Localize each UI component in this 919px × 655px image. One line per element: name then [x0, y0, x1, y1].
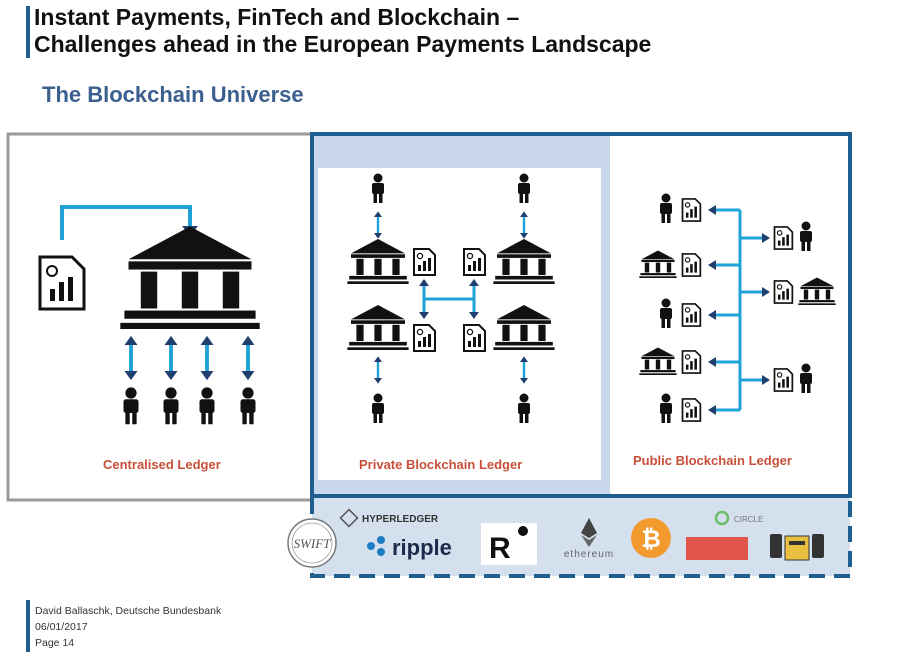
public-right-nodes — [773, 221, 836, 393]
title-line-2: Challenges ahead in the European Payment… — [34, 31, 652, 57]
slide-title: Instant Payments, FinTech and Blockchain… — [34, 4, 794, 58]
title-line-1: Instant Payments, FinTech and Blockchain… — [34, 4, 520, 30]
public-left-nodes — [639, 193, 702, 423]
hyperledger-logo-text: HYPERLEDGER — [362, 514, 439, 525]
title-accent-bar — [26, 6, 30, 58]
private-panel-inner — [318, 168, 601, 480]
blockchain-panel-border — [310, 132, 852, 498]
logo-strip-background — [312, 498, 850, 576]
private-network-arrowheads — [419, 279, 479, 319]
central-bank-icon — [120, 226, 260, 329]
footer-author: David Ballaschk, Deutsche Bundesbank — [35, 605, 222, 617]
central-arrows — [122, 333, 257, 383]
r3-logo: R — [481, 523, 537, 565]
doc-to-bank-connector — [60, 205, 192, 240]
ethereum-logo-text: ethereum — [564, 549, 614, 560]
ripple-logo-text: ripple — [392, 535, 452, 560]
swift-logo: SWIFT — [287, 518, 337, 568]
footer-page-number: Page 14 — [35, 637, 75, 649]
document-chart-icon — [38, 255, 86, 311]
ethereum-logo: ethereum — [564, 518, 614, 560]
centralised-ledger-label: Centralised Ledger — [103, 457, 221, 472]
circle-logo-text: CIRCLE — [734, 515, 763, 524]
bitcoin-logo-text: ₿ — [641, 525, 661, 553]
red-partner-logo — [686, 537, 748, 560]
public-network-lines — [712, 208, 762, 412]
r3-logo-text: R — [489, 532, 511, 565]
central-person-icons — [123, 387, 256, 425]
footer-date: 06/01/2017 — [35, 621, 88, 633]
ripple-logo: ripple — [367, 535, 452, 560]
private-network-links — [422, 284, 476, 314]
private-ledger-label: Private Blockchain Ledger — [359, 457, 523, 472]
footer-accent-bar — [26, 600, 30, 652]
public-ledger-label: Public Blockchain Ledger — [633, 453, 792, 468]
public-arrowheads — [708, 205, 770, 415]
bitcoin-logo: ₿ — [631, 518, 671, 558]
section-subtitle: The Blockchain Universe — [42, 82, 304, 107]
circle-logo: CIRCLE — [714, 510, 763, 526]
abra-logo — [770, 534, 824, 561]
swift-logo-text: SWIFT — [294, 536, 332, 551]
hyperledger-logo: HYPERLEDGER — [339, 508, 439, 528]
footer-block: David Ballaschk, Deutsche Bundesbank 06/… — [35, 603, 221, 651]
